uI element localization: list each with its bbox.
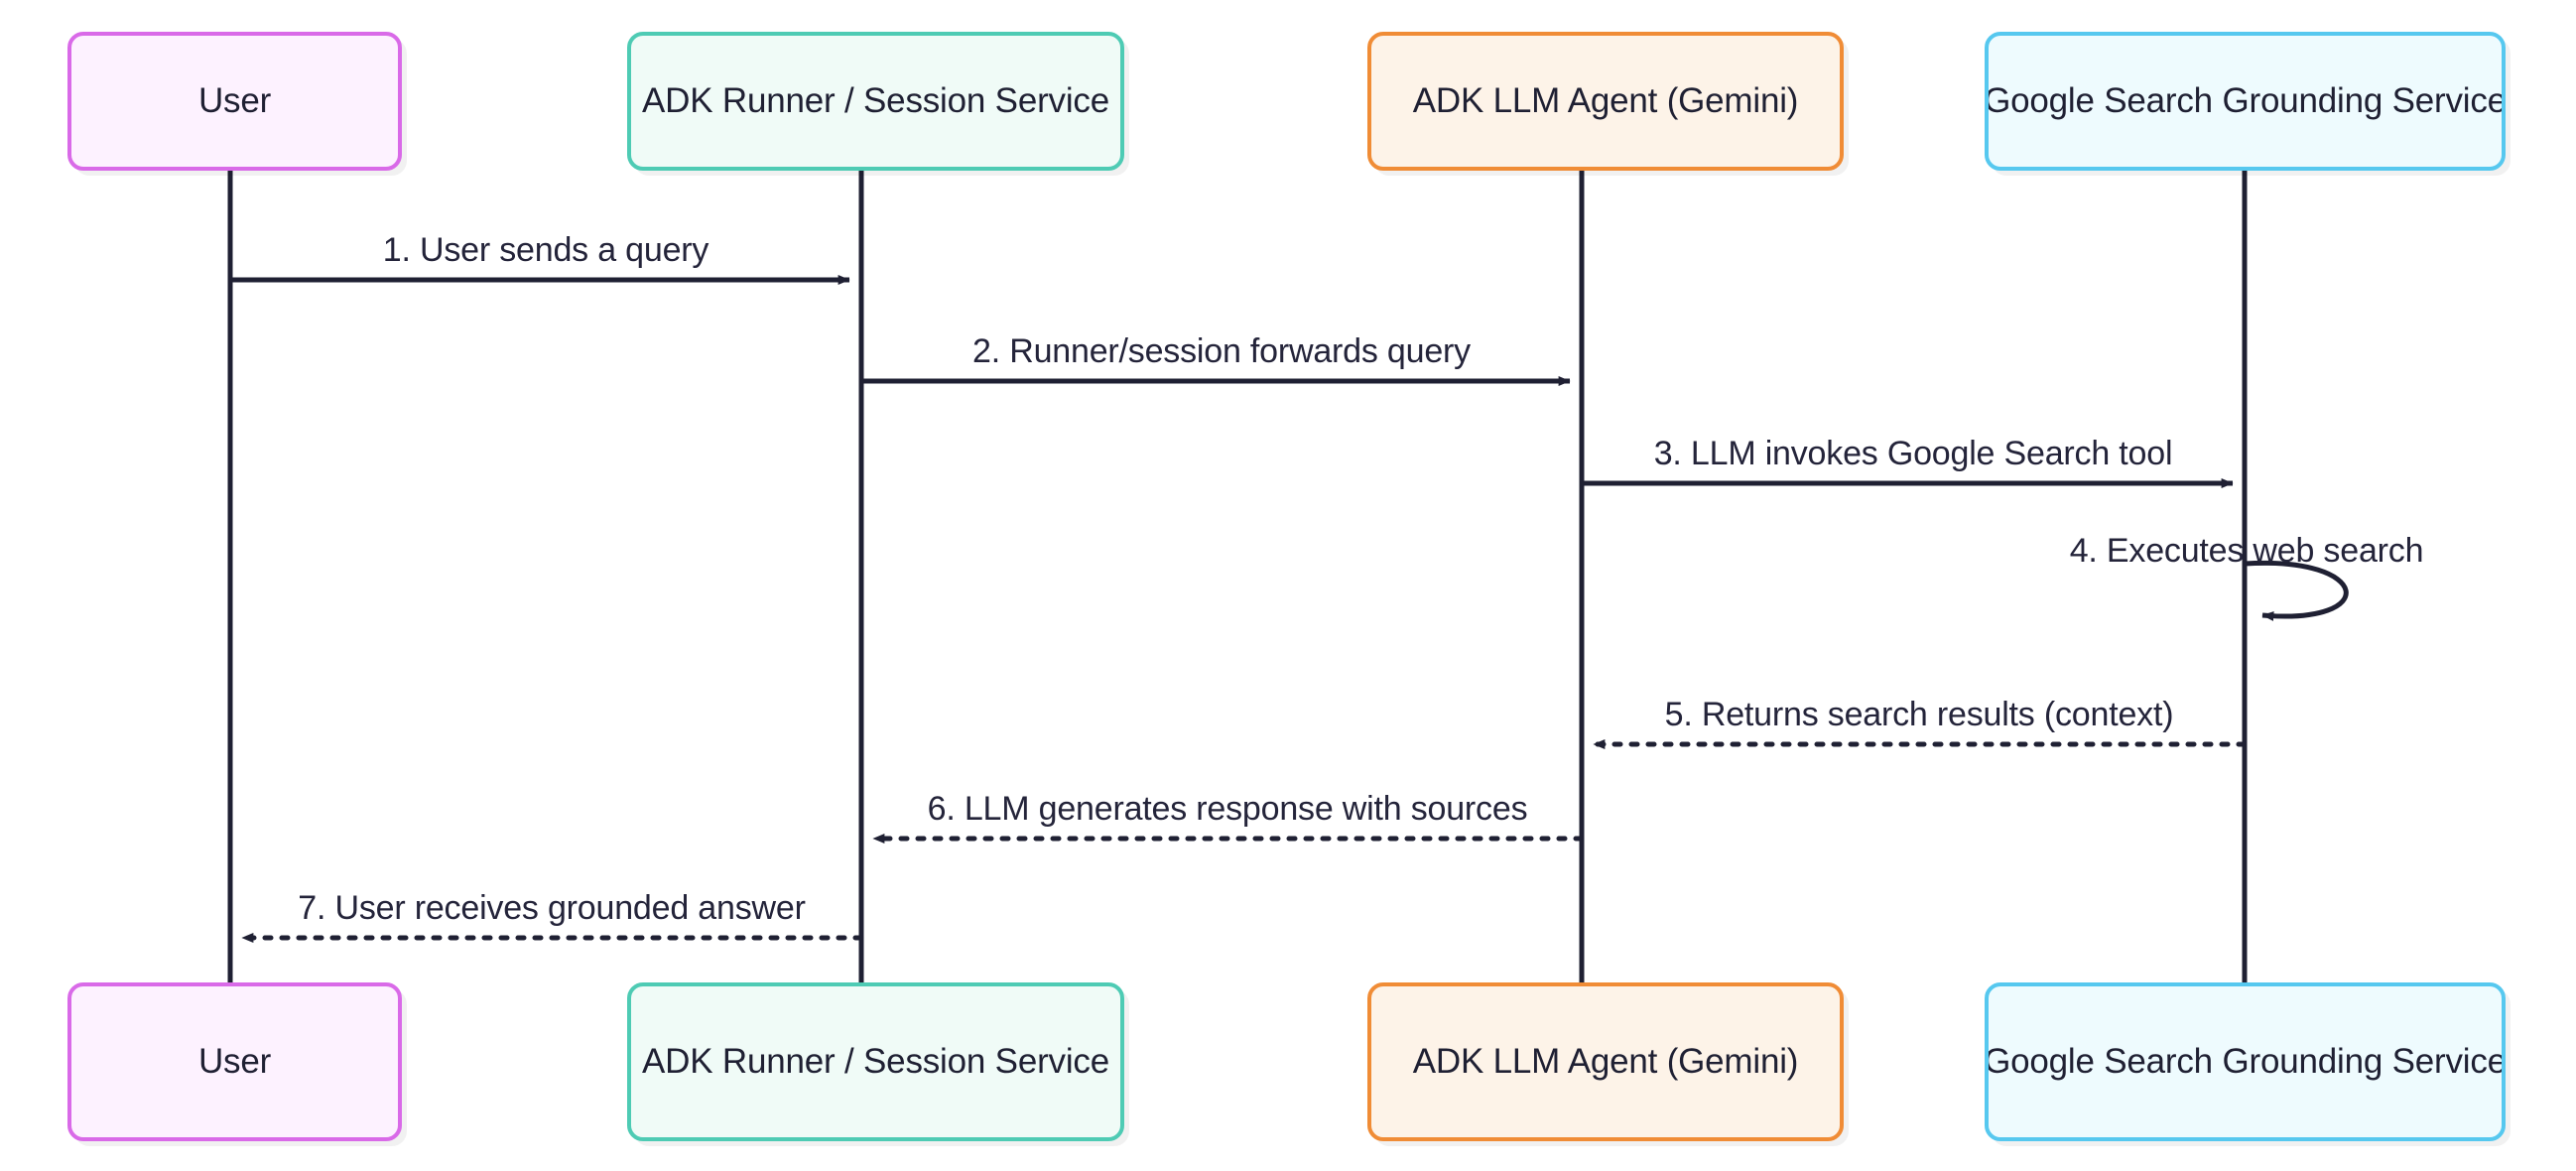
- message-self-loop-4: [2244, 560, 2349, 621]
- participant-box-runner-bottom[interactable]: ADK Runner / Session Service: [627, 982, 1124, 1141]
- participant-box-search-bottom[interactable]: Google Search Grounding Service: [1985, 982, 2506, 1141]
- participant-box-agent-top[interactable]: ADK LLM Agent (Gemini): [1367, 32, 1844, 171]
- participant-box-search-top[interactable]: Google Search Grounding Service: [1985, 32, 2506, 171]
- participant-box-agent-bottom[interactable]: ADK LLM Agent (Gemini): [1367, 982, 1844, 1141]
- participant-label-agent-bottom: ADK LLM Agent (Gemini): [1412, 1041, 1799, 1081]
- message-label-4: 4. Executes web search: [2069, 532, 2424, 570]
- participant-label-runner-top: ADK Runner / Session Service: [641, 80, 1109, 120]
- message-label-3: 3. LLM invokes Google Search tool: [1653, 435, 2173, 472]
- message-label-5: 5. Returns search results (context): [1664, 696, 2174, 733]
- participant-label-user-top: User: [197, 80, 272, 120]
- message-label-7: 7. User receives grounded answer: [298, 889, 806, 927]
- participant-label-search-bottom: Google Search Grounding Service: [1985, 1041, 2506, 1081]
- message-label-6: 6. LLM generates response with sources: [927, 790, 1528, 828]
- participant-label-agent-top: ADK LLM Agent (Gemini): [1412, 80, 1799, 120]
- participant-label-runner-bottom: ADK Runner / Session Service: [641, 1041, 1109, 1081]
- participant-box-runner-top[interactable]: ADK Runner / Session Service: [627, 32, 1124, 171]
- message-label-2: 2. Runner/session forwards query: [972, 332, 1471, 370]
- lifelines: [227, 171, 2248, 982]
- participant-label-user-bottom: User: [197, 1041, 272, 1081]
- participant-box-user-top[interactable]: User: [67, 32, 402, 171]
- participant-label-search-top: Google Search Grounding Service: [1985, 80, 2506, 120]
- participant-box-user-bottom[interactable]: User: [67, 982, 402, 1141]
- message-label-1: 1. User sends a query: [382, 231, 709, 269]
